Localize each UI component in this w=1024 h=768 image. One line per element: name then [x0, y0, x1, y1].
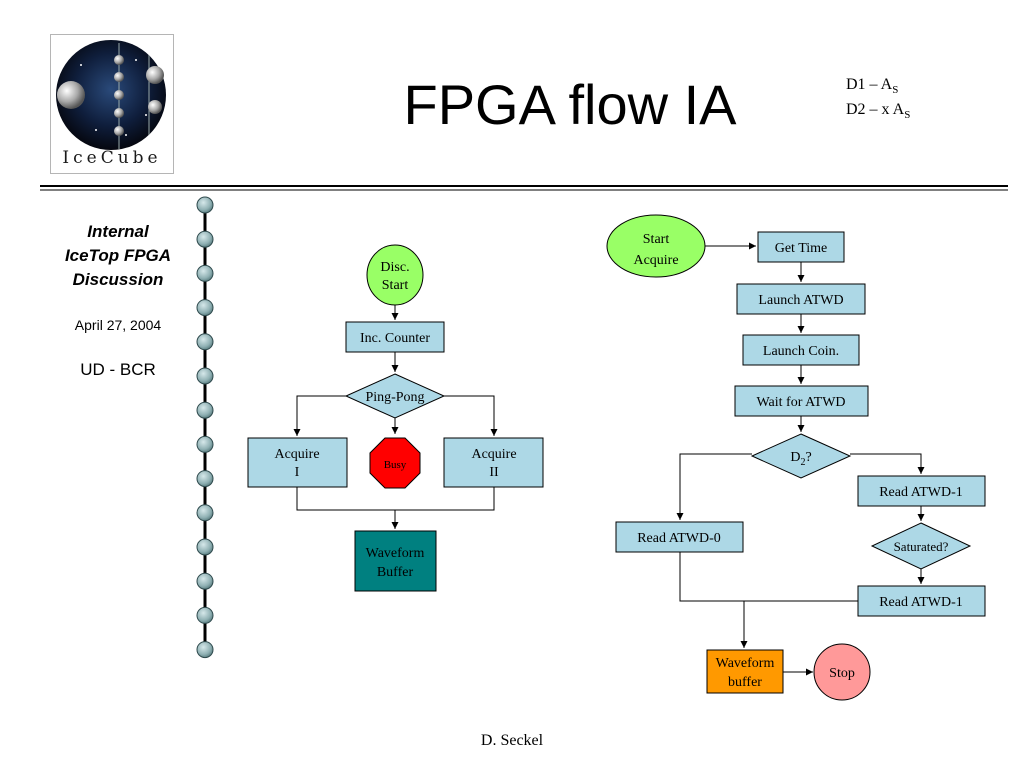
icecube-logo	[50, 34, 174, 174]
waveform-buffer-right-node: Waveform buffer	[706, 649, 784, 694]
bead	[196, 470, 214, 488]
inc-counter-label: Inc. Counter	[360, 331, 430, 346]
sidebar-title-line-3: Discussion	[72, 270, 164, 289]
right-flow: Start Acquire Get Time Launch ATWD Launc…	[606, 214, 986, 701]
stop-node: Stop	[813, 643, 871, 701]
bead	[196, 572, 214, 590]
waveform-buffer-left-line-2: Buffer	[377, 565, 414, 580]
start-acquire-line-1: Start	[643, 232, 670, 247]
page-title: FPGA flow IA	[403, 73, 737, 136]
launch-atwd-label: Launch ATWD	[758, 293, 843, 308]
sidebar-title-line-1: Internal	[87, 222, 149, 241]
get-time-label: Get Time	[775, 241, 828, 256]
stop-label: Stop	[829, 666, 855, 681]
read-atwd0-node: Read ATWD-0	[615, 521, 744, 553]
waveform-buffer-left-node: Waveform Buffer	[354, 530, 437, 592]
waveform-buffer-right-line-1: Waveform	[716, 656, 775, 671]
waveform-buffer-left-line-1: Waveform	[366, 546, 425, 561]
read-atwd1-a-node: Read ATWD-1	[857, 475, 986, 507]
bead	[196, 333, 214, 351]
read-atwd1-b-label: Read ATWD-1	[879, 595, 963, 610]
bead	[196, 264, 214, 282]
d2-label: D2?	[790, 450, 811, 468]
ping-pong-label: Ping-Pong	[365, 390, 424, 405]
launch-coin-node: Launch Coin.	[742, 334, 860, 366]
acquire-2-line-1: Acquire	[471, 447, 516, 462]
bead	[196, 299, 214, 317]
acquire-1-node: Acquire I	[247, 437, 348, 488]
d2-label-main: D	[790, 450, 800, 465]
bead	[196, 230, 214, 248]
sidebar-title-line-2: IceTop FPGA	[64, 246, 172, 265]
bead	[196, 401, 214, 419]
disc-start-line-2: Start	[382, 278, 409, 293]
busy-stop-sign: Busy	[369, 437, 421, 489]
disc-start-node: Disc. Start	[366, 244, 424, 306]
left-flow: Disc. Start Inc. Counter Ping-Pong Acqui…	[247, 244, 544, 592]
d2-label-q: ?	[805, 450, 811, 465]
d2-decision: D2?	[750, 433, 852, 479]
legend-d2-text: D2 – x A	[846, 101, 905, 118]
sidebar-date: April 27, 2004	[74, 317, 162, 333]
wait-atwd-label: Wait for ATWD	[756, 395, 845, 410]
logo-text: IceCube	[62, 148, 162, 168]
saturated-decision: Saturated?	[870, 522, 972, 570]
bead	[196, 435, 214, 453]
bead-string	[196, 196, 214, 659]
legend-d2-sub: S	[904, 109, 911, 122]
acquire-2-line-2: II	[489, 465, 499, 480]
busy-label: Busy	[384, 459, 407, 471]
bead	[196, 367, 214, 385]
legend-d1-text: D1 – A	[846, 76, 893, 93]
bead	[196, 538, 214, 556]
bead	[196, 641, 214, 659]
ping-pong-decision: Ping-Pong	[344, 373, 446, 419]
bead	[196, 504, 214, 522]
read-atwd1-a-label: Read ATWD-1	[879, 485, 963, 500]
bead	[196, 196, 214, 214]
wait-atwd-node: Wait for ATWD	[734, 385, 869, 417]
bead	[196, 606, 214, 624]
read-atwd0-label: Read ATWD-0	[637, 531, 721, 546]
read-atwd1-b-node: Read ATWD-1	[857, 585, 986, 617]
get-time-node: Get Time	[757, 231, 845, 263]
launch-coin-label: Launch Coin.	[763, 344, 839, 359]
legend-d1: D1 – AS	[846, 76, 898, 96]
inc-counter-node: Inc. Counter	[345, 321, 445, 353]
d2-label-sub: 2	[800, 457, 805, 468]
acquire-2-node: Acquire II	[443, 437, 544, 488]
legend-d1-sub: S	[892, 84, 899, 97]
acquire-1-line-1: Acquire	[274, 447, 319, 462]
legend-d2: D2 – x AS	[846, 101, 910, 121]
waveform-buffer-right-line-2: buffer	[728, 675, 762, 690]
sidebar-affiliation: UD - BCR	[80, 360, 156, 379]
icecube-logo-graphic	[56, 40, 166, 150]
sidebar-title: Internal IceTop FPGA Discussion	[38, 220, 198, 292]
start-acquire-line-2: Acquire	[633, 253, 678, 268]
start-acquire-node: Start Acquire	[606, 214, 706, 278]
header-divider	[40, 185, 1008, 191]
disc-start-line-1: Disc.	[380, 260, 409, 275]
footer-author: D. Seckel	[480, 732, 544, 749]
launch-atwd-node: Launch ATWD	[736, 283, 866, 315]
saturated-label: Saturated?	[894, 539, 949, 554]
acquire-1-line-2: I	[295, 465, 300, 480]
